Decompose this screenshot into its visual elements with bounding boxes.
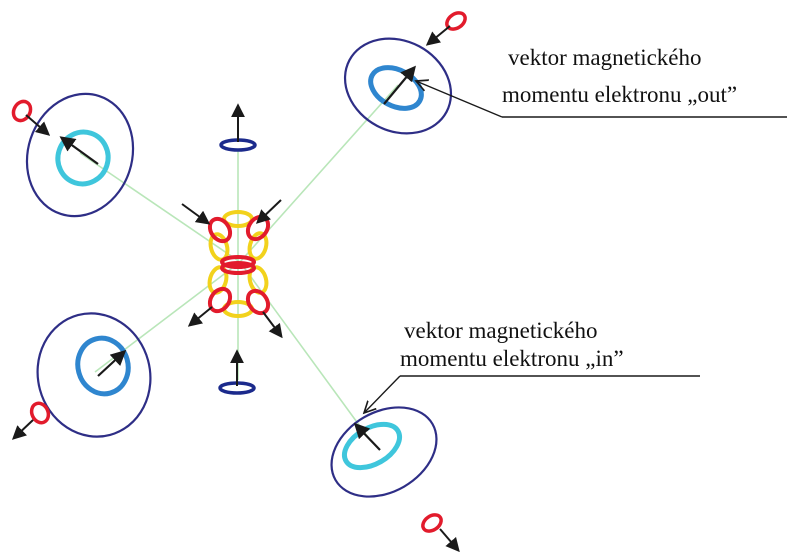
- red-ring: [207, 286, 233, 314]
- moment-arrow: [439, 528, 460, 553]
- moment-arrow: [11, 419, 34, 440]
- orbital-bottom-right: [330, 406, 438, 498]
- orbital-top-left: [25, 92, 135, 218]
- outer-red-ring-top-left: [11, 99, 51, 136]
- moment-arrow: [425, 25, 451, 46]
- orbital-top-right: [343, 37, 453, 135]
- orbital-bottom-left: [36, 312, 152, 438]
- navy-ring-top: [219, 103, 257, 152]
- electron-ring-cyan: [55, 129, 111, 187]
- moment-arrow: [59, 136, 99, 165]
- red-ring: [245, 214, 271, 242]
- moment-arrow: [262, 311, 283, 339]
- bond-line-bottom-left: [94, 261, 241, 373]
- outer-red-ring-bottom-left: [11, 401, 51, 440]
- outer-orbit-ring: [330, 406, 438, 498]
- label-in-line1: vektor magnetického: [404, 318, 598, 343]
- red-ring: [421, 513, 443, 533]
- nucleus-cluster: [181, 199, 283, 339]
- yellow-ring: [247, 231, 269, 261]
- outer-red-ring-top-right: [425, 11, 467, 46]
- outer-orbit-ring: [343, 37, 453, 135]
- bond-line-bottom-right: [239, 261, 371, 441]
- electron-ring-cyan: [342, 421, 402, 471]
- moment-arrow: [97, 349, 127, 377]
- label-in-line2: momentu elektronu „in”: [400, 346, 624, 371]
- moment-arrow: [383, 65, 416, 105]
- moment-arrow: [187, 306, 213, 327]
- outer-orbit-ring: [36, 312, 152, 438]
- callout-in: [364, 375, 700, 413]
- electron-ring-blue: [75, 335, 131, 397]
- moment-arrow: [25, 114, 51, 136]
- callout-pointer: [364, 375, 401, 413]
- moment-arrow: [255, 199, 282, 224]
- outer-orbit-ring: [25, 92, 135, 218]
- label-out-line2: momentu elektronu „out”: [502, 82, 738, 107]
- callout-out: [416, 81, 787, 118]
- moment-arrow: [353, 422, 381, 451]
- red-ring-center: [220, 255, 256, 269]
- red-ring: [207, 216, 233, 244]
- navy-ring-bottom: [218, 349, 256, 395]
- label-out-line1: vektor magnetického: [508, 45, 702, 70]
- outer-red-ring-bottom-right: [421, 513, 460, 553]
- red-ring-center: [220, 261, 256, 275]
- red-ring: [29, 401, 51, 425]
- red-ring: [245, 288, 271, 316]
- callout-pointer: [416, 81, 503, 118]
- moment-arrow: [181, 203, 211, 225]
- red-ring: [11, 99, 33, 123]
